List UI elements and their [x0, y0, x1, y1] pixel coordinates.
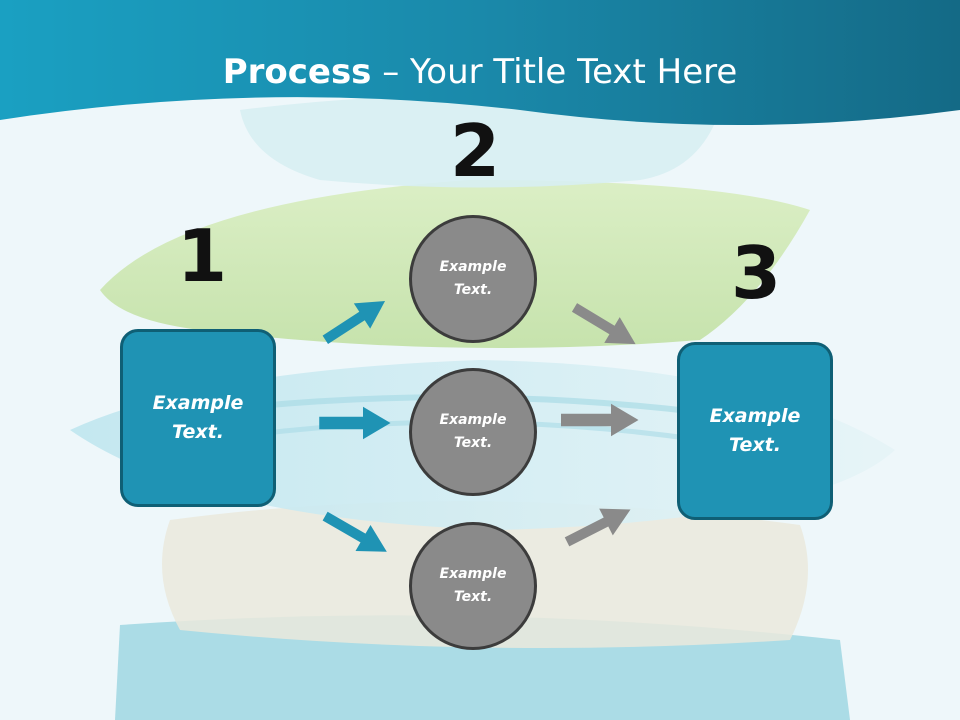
process-circle-1: Example Text.: [409, 215, 537, 343]
process-circle-2-text: Example Text.: [439, 412, 507, 451]
title-bold: Process: [222, 52, 372, 92]
step-number-1: 1: [177, 214, 228, 298]
result-box: Example Text.: [677, 342, 833, 520]
slide-title: Process – Your Title Text Here: [0, 52, 960, 92]
source-box: Example Text.: [120, 329, 276, 507]
process-circle-1-text: Example Text.: [439, 259, 507, 298]
header-band: [0, 0, 960, 125]
title-rest: – Your Title Text Here: [371, 52, 738, 92]
process-circle-2: Example Text.: [409, 368, 537, 496]
step-number-3: 3: [731, 231, 782, 315]
source-box-text: Example Text.: [152, 392, 244, 443]
step-number-2: 2: [450, 109, 501, 193]
result-box-text: Example Text.: [709, 405, 801, 456]
process-circle-3: Example Text.: [409, 522, 537, 650]
process-circle-3-text: Example Text.: [439, 566, 507, 605]
